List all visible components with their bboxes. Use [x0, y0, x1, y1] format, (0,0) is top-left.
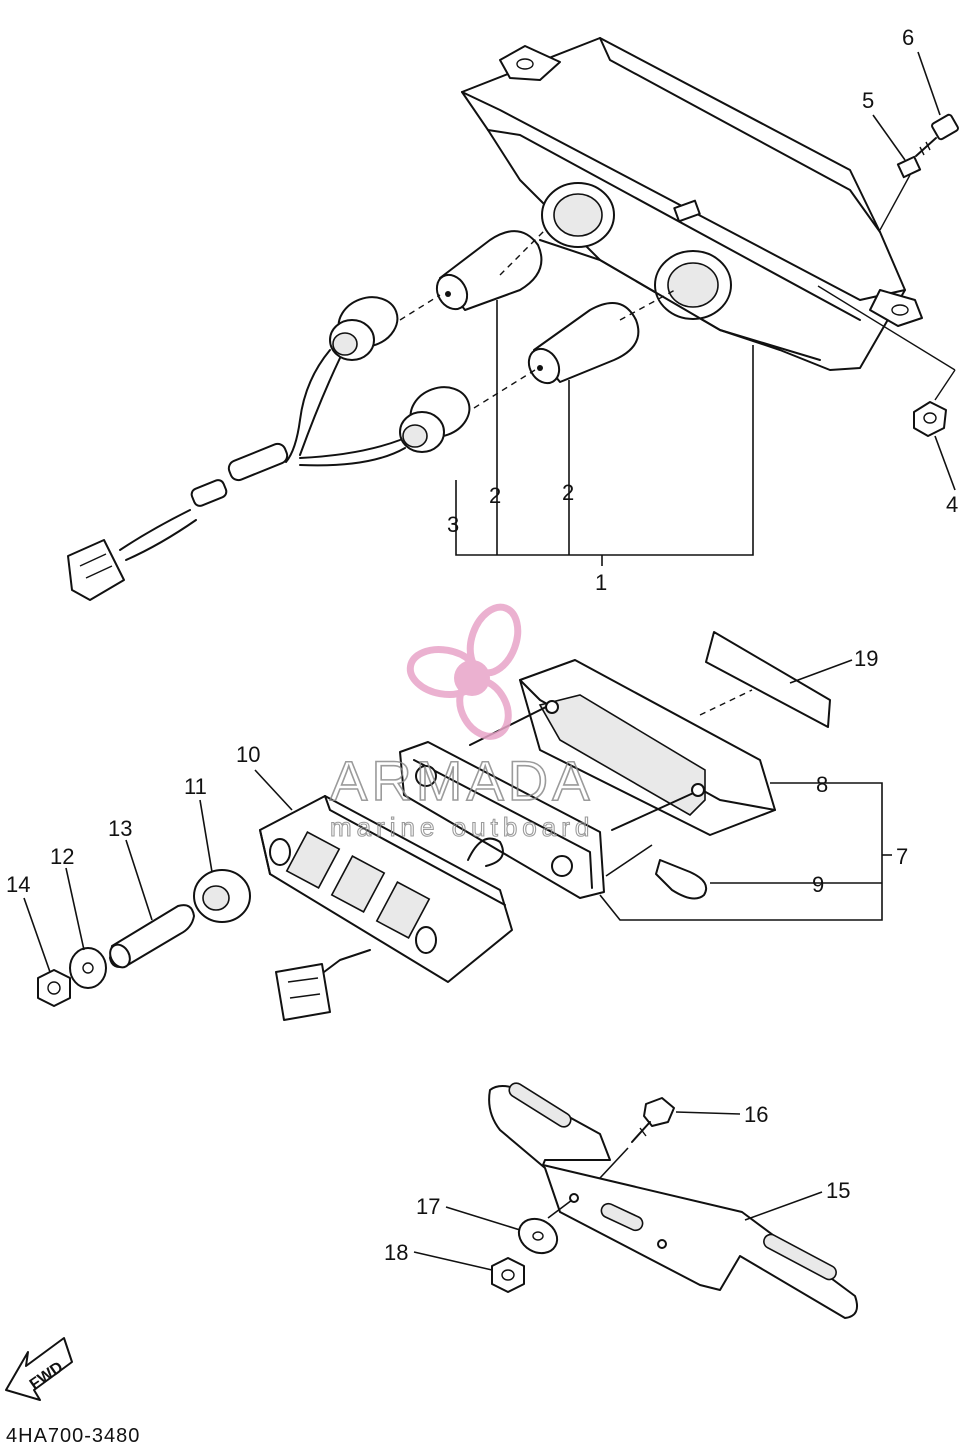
fwd-arrow-icon: FWD	[5, 1337, 73, 1401]
callout-10: 10	[236, 742, 260, 767]
callout-2a: 2	[489, 483, 501, 508]
callout-19: 19	[854, 646, 878, 671]
grommet-11	[193, 869, 251, 923]
callout-7: 7	[896, 844, 908, 869]
screw-6	[915, 113, 959, 157]
washer-12	[69, 947, 107, 989]
nut-14	[37, 969, 71, 1007]
license-base-10	[259, 795, 513, 1021]
alignment-lines-top	[399, 174, 956, 409]
washer-17	[517, 1217, 559, 1255]
watermark-name: ARMADA	[330, 749, 594, 812]
taillight-housing	[461, 37, 923, 371]
callout-5: 5	[862, 88, 874, 113]
propeller-icon	[406, 603, 522, 740]
armada-watermark: ARMADA marine outboard	[329, 603, 594, 843]
leader-group-middle	[23, 769, 892, 973]
gasket-plate	[399, 741, 605, 899]
callout-2b: 2	[562, 480, 574, 505]
callout-12: 12	[50, 844, 74, 869]
bulb-2-upper	[435, 230, 543, 311]
bulb-2-lower	[527, 301, 640, 385]
callout-18: 18	[384, 1240, 408, 1265]
leader-group-1	[455, 51, 956, 566]
callout-14: 14	[6, 872, 30, 897]
nut-18	[491, 1257, 525, 1293]
nut-4	[913, 401, 947, 437]
callout-13: 13	[108, 816, 132, 841]
tape-19	[699, 631, 853, 728]
callout-17: 17	[416, 1194, 440, 1219]
leader-group-bottom	[413, 1111, 823, 1271]
license-lens-8	[469, 659, 776, 836]
callout-6: 6	[902, 25, 914, 50]
watermark-tagline: marine outboard	[330, 812, 594, 842]
bolt-16	[631, 1097, 675, 1143]
washer-5	[896, 155, 922, 179]
callout-9: 9	[812, 872, 824, 897]
collar-13	[109, 904, 195, 969]
callout-15: 15	[826, 1178, 850, 1203]
socket-harness-3	[67, 296, 471, 601]
callout-11: 11	[184, 774, 207, 799]
callout-4: 4	[946, 492, 958, 517]
callout-8: 8	[816, 772, 828, 797]
diagram-code: 4HA700-3480	[6, 1425, 140, 1446]
bulb-9	[655, 859, 708, 900]
callout-3: 3	[447, 512, 459, 537]
callout-labels: 1 2 2 3 4 5 6 7 8 9 10 11 12 13 14 15 16…	[6, 25, 958, 1265]
callout-16: 16	[744, 1102, 768, 1127]
callout-1: 1	[595, 570, 607, 595]
